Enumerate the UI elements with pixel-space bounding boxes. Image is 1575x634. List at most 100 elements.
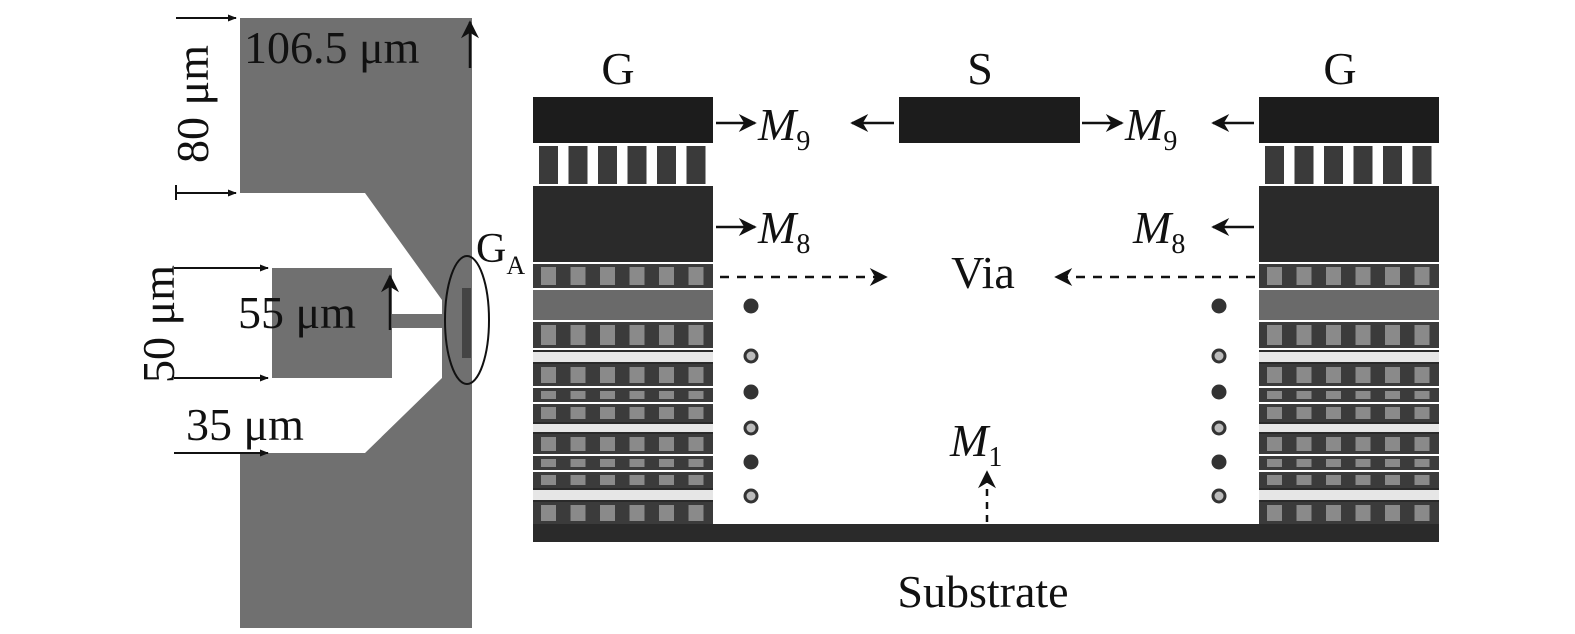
dim-gap-label: 35 μm <box>186 399 304 450</box>
left-continuation-dot <box>743 384 759 400</box>
right-via-cell <box>1267 407 1282 419</box>
left-via-cell <box>688 505 704 521</box>
right-via-cell <box>1267 459 1282 467</box>
dim-top-width-label: 106.5 μm <box>244 22 420 73</box>
right-via-cell <box>1296 475 1312 485</box>
right-via-cell <box>1355 391 1371 399</box>
left-layer-edge <box>533 350 713 352</box>
left-via-cell <box>629 505 645 521</box>
right-via-cell <box>1355 407 1371 419</box>
m8-left-label: M8 <box>757 202 810 260</box>
ground-plane-metal <box>240 18 472 628</box>
right-via-cell <box>1296 505 1312 521</box>
left-via-cell <box>570 325 586 345</box>
right-via-cell <box>1267 267 1282 285</box>
left-via-cell <box>659 459 674 467</box>
left-via-cell <box>629 437 645 451</box>
left-via-cell <box>570 367 586 383</box>
signal-m9-metal <box>899 97 1080 143</box>
left-via-cell <box>541 505 556 521</box>
right-via-cell <box>1414 407 1430 419</box>
left-via-cell <box>541 367 556 383</box>
left-via-cell <box>600 459 615 467</box>
signal-feed-line <box>392 314 464 328</box>
right-via-cell <box>1385 267 1400 285</box>
left-via-cell <box>570 475 586 485</box>
continuation-dots-left <box>743 298 759 504</box>
right-via-cell <box>1326 325 1341 345</box>
left-via-cell <box>688 391 704 399</box>
left-via-cell <box>688 367 704 383</box>
right-ground-stack <box>1259 97 1439 524</box>
right-via-cell <box>1267 325 1282 345</box>
right-top-via <box>1324 146 1343 184</box>
left-metal-layer <box>533 290 713 320</box>
left-via-cell <box>541 391 556 399</box>
left-via-cell <box>600 475 615 485</box>
left-via-cell <box>659 407 674 419</box>
right-via-cell <box>1267 437 1282 451</box>
right-metal-layer <box>1259 472 1439 488</box>
left-layer-edge <box>533 432 713 434</box>
left-via-cell <box>688 267 704 285</box>
right-via-cell <box>1355 437 1371 451</box>
gap-label: GA <box>476 226 525 280</box>
right-continuation-dot <box>1211 420 1227 436</box>
left-via-cell <box>629 325 645 345</box>
right-metal-layer <box>1259 388 1439 402</box>
right-metal-layer <box>1259 456 1439 470</box>
right-top-via <box>1294 146 1314 184</box>
left-via-cell <box>659 267 674 285</box>
left-layer-edge <box>533 422 713 424</box>
left-continuation-dot <box>743 420 759 436</box>
left-via-cell <box>659 505 674 521</box>
left-via-cell <box>600 367 615 383</box>
right-continuation-dot <box>1211 488 1227 504</box>
signal-label: S <box>967 43 993 94</box>
left-via-cell <box>570 407 586 419</box>
left-via-cell <box>629 391 645 399</box>
right-continuation-dot <box>1211 454 1227 470</box>
left-via-cell <box>659 391 674 399</box>
right-m9-metal <box>1259 97 1439 143</box>
right-via-cell <box>1385 407 1400 419</box>
left-via-cell <box>570 391 586 399</box>
ground-left-label: G <box>601 43 634 94</box>
continuation-dots-right <box>1211 298 1227 504</box>
left-continuation-dot <box>743 348 759 364</box>
right-lower-layers <box>1259 264 1439 524</box>
left-via-cell <box>600 505 615 521</box>
right-via-cell <box>1326 437 1341 451</box>
gap-highlight-ellipse <box>444 255 490 385</box>
right-via-cell <box>1414 391 1430 399</box>
left-via-cell <box>541 267 556 285</box>
left-metal-layer <box>533 434 713 454</box>
left-metal-layer <box>533 404 713 422</box>
right-metal-layer <box>1259 490 1439 500</box>
left-via-cell <box>688 407 704 419</box>
left-via-cell <box>541 459 556 467</box>
right-top-via <box>1383 146 1402 184</box>
left-top-via <box>627 146 647 184</box>
cross-section-view: G S G M9 M9 M8 M8 Via M1 Substrate <box>533 43 1439 617</box>
left-metal-layer <box>533 352 713 362</box>
dim-pad-width-label: 55 μm <box>238 287 356 338</box>
right-via-cell <box>1267 367 1282 383</box>
right-layer-edge <box>1259 422 1439 424</box>
left-via-cell <box>570 459 586 467</box>
right-via-cell <box>1385 437 1400 451</box>
right-layer-edge <box>1259 362 1439 364</box>
left-via-cell <box>570 505 586 521</box>
right-via-cell <box>1326 267 1341 285</box>
right-continuation-dot <box>1211 298 1227 314</box>
right-via-cell <box>1385 505 1400 521</box>
left-via-cell <box>629 267 645 285</box>
right-via-cell <box>1326 505 1341 521</box>
left-via-cell <box>629 367 645 383</box>
right-via-cell <box>1414 325 1430 345</box>
m1-label: M1 <box>949 415 1002 473</box>
right-via-cell <box>1385 391 1400 399</box>
left-via-cell <box>629 459 645 467</box>
via-label: Via <box>951 247 1015 298</box>
